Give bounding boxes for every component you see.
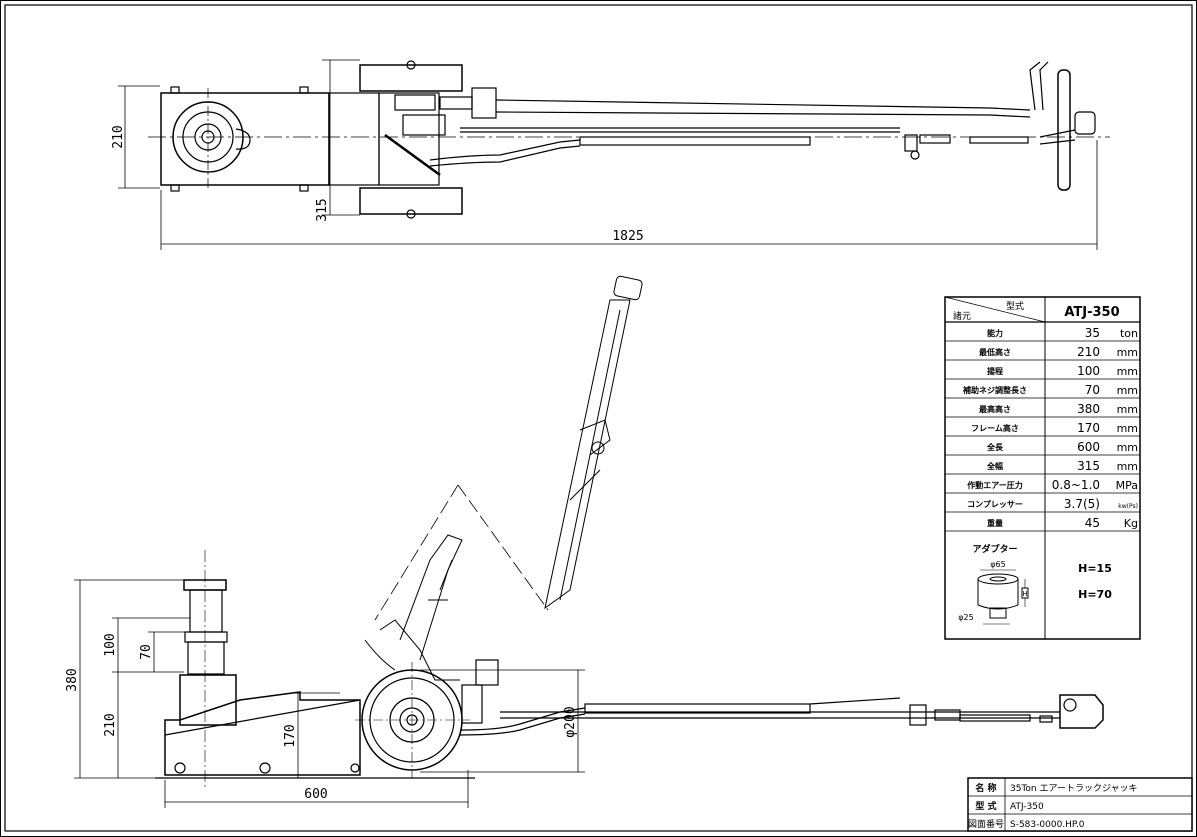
title-drawing-value: S-583-0000.HP.0 [1010,820,1085,830]
dim-side-length: 600 [304,787,327,802]
adapter-sketch [977,569,1029,625]
spec-row-value: 600 [1077,440,1100,454]
spec-row-value: 45 [1085,516,1100,530]
spec-row-unit: MPa [1116,479,1138,492]
title-name-label: 名 称 [975,782,996,794]
spec-row-label: 最低高さ [979,347,1011,357]
dim-top-height: 210 [111,125,126,148]
spec-row-unit: mm [1117,460,1138,473]
adapter-label: アダプター [972,543,1017,555]
spec-row-unit: mm [1117,441,1138,454]
adapter-option-2: H=70 [1078,588,1112,601]
spec-row-value: 70 [1085,383,1100,397]
spec-row-value: 3.7(5) [1064,497,1100,511]
spec-row-value: 100 [1077,364,1100,378]
spec-row-value: 170 [1077,421,1100,435]
spec-table: 型式 諸元 ATJ-350 能力 35 ton 最低高さ 210 mm 揚程 100 mm 補助ネ… [944,296,1141,640]
top-view-dimensions [118,59,1098,250]
dim-side-min-height: 210 [103,713,118,736]
side-view [155,275,1104,790]
spec-row-label: 補助ネジ調整長さ [962,385,1027,395]
dim-side-stroke: 100 [103,633,118,656]
spec-row-value: 380 [1077,402,1100,416]
dim-side-screw: 70 [139,644,154,660]
adapter-option-1: H=15 [1078,562,1112,575]
title-drawing-label: 図面番号 [968,818,1004,830]
spec-row-value: 35 [1085,326,1100,340]
title-model-value: ATJ-350 [1010,802,1044,812]
dim-side-total-height: 380 [65,668,80,691]
adapter-inner-dia: φ25 [958,613,973,622]
top-view [148,60,1110,219]
spec-row-unit: kw(Ps) [1118,503,1138,510]
adapter-outer-dia: φ65 [990,560,1005,569]
dim-top-width: 315 [315,198,330,221]
dim-side-wheel: φ200 [563,706,578,737]
title-name-value: 35Ton エアートラックジャッキ [1010,783,1138,794]
spec-row-unit: ton [1120,327,1138,340]
title-model-label: 型 式 [975,800,996,812]
dim-side-frame: 170 [283,724,298,747]
spec-row-label: コンプレッサー [967,499,1023,509]
spec-row-label: 全長 [986,442,1004,452]
adapter-h-label: H [1022,590,1027,598]
spec-row-unit: Kg [1124,517,1138,530]
spec-row-unit: mm [1117,384,1138,397]
spec-row-label: 重量 [987,518,1003,528]
spec-row-unit: mm [1117,365,1138,378]
spec-header-model-label: 型式 [1006,300,1024,312]
spec-row-value: 0.8~1.0 [1052,478,1100,492]
spec-model: ATJ-350 [1064,305,1119,320]
spec-row-label: フレーム高さ [971,423,1019,433]
spec-row-unit: mm [1117,422,1138,435]
spec-row-value: 315 [1077,459,1100,473]
title-block: 名 称 35Ton エアートラックジャッキ 型 式 ATJ-350 図面番号 S… [967,777,1193,832]
spec-row-value: 210 [1077,345,1100,359]
spec-row-label: 作動エアー圧力 [967,480,1023,490]
spec-row-unit: mm [1117,346,1138,359]
spec-row-label: 最高高さ [979,404,1011,414]
side-view-dimensions [74,579,585,808]
spec-header-spec-label: 諸元 [953,310,971,322]
spec-row-label: 全幅 [986,461,1003,471]
spec-row-unit: mm [1117,403,1138,416]
dim-top-length: 1825 [612,229,643,244]
spec-row-label: 能力 [987,328,1003,338]
spec-row-label: 揚程 [987,366,1003,376]
